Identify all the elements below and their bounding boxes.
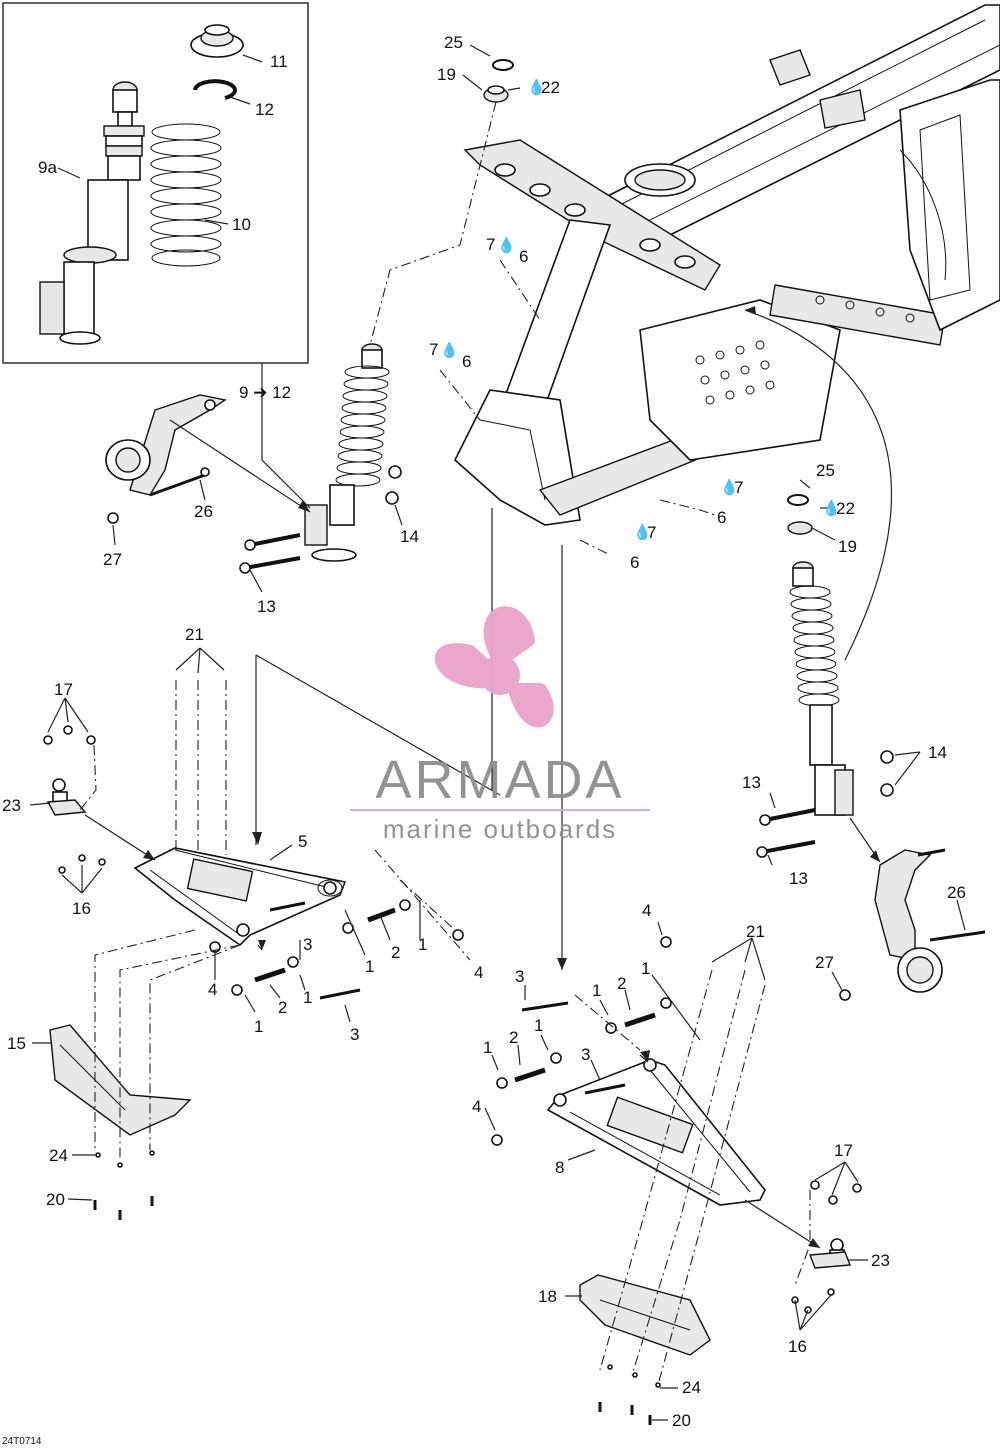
callout-18: 18 [538, 1287, 557, 1306]
watermark: ARMADA marine outboards [350, 606, 650, 844]
callout-1-b: 1 [365, 957, 374, 976]
callout-3-b: 3 [350, 1025, 359, 1044]
watermark-tagline: marine outboards [383, 814, 617, 844]
diagram-code: 24T0714 [2, 1436, 42, 1447]
callout-1-e: 1 [641, 959, 650, 978]
callout-2-b: 2 [278, 998, 287, 1017]
callout-10: 10 [232, 215, 251, 234]
callout-1-f: 1 [592, 981, 601, 1000]
chassis-frame [454, 4, 1000, 526]
oil-drop-icon: 💧 [720, 478, 739, 496]
oil-drop-icon: 💧 [440, 341, 459, 359]
propeller-logo-icon [434, 606, 554, 728]
callout-16-left: 16 [72, 899, 91, 918]
callout-1-c: 1 [303, 988, 312, 1007]
callout-23-left: 23 [2, 796, 21, 815]
callout-1-a: 1 [418, 935, 427, 954]
callout-4-a: 4 [474, 963, 483, 982]
callout-4-b: 4 [208, 980, 217, 999]
callout-8: 8 [555, 1158, 564, 1177]
shock-9a [39, 81, 145, 345]
oil-drop-icon: 💧 [527, 78, 546, 96]
top-seat-left [483, 59, 514, 103]
callout-23-right: 23 [871, 1251, 890, 1270]
callout-7-c: 7 [734, 478, 743, 497]
callout-2-a: 2 [391, 943, 400, 962]
callout-7-b: 7 [429, 340, 438, 359]
callout-9-to-12: 9 ➔ 12 [239, 383, 291, 402]
callout-3-a: 3 [303, 935, 312, 954]
callout-26-right: 26 [947, 883, 966, 902]
leader-lines [29, 44, 966, 1421]
a-arm-8 [491, 936, 766, 1206]
callout-22-top: 22 [541, 78, 560, 97]
oil-drop-icon: 💧 [633, 523, 652, 541]
callout-19-right: 19 [838, 537, 857, 556]
callout-17-right: 17 [834, 1141, 853, 1160]
ball-joint-left [43, 725, 106, 874]
callout-5: 5 [298, 832, 307, 851]
ball-joint-right [791, 1180, 862, 1314]
callout-24-right: 24 [682, 1378, 701, 1397]
callout-25-right: 25 [816, 461, 835, 480]
callout-11: 11 [270, 52, 288, 71]
callout-26-left: 26 [194, 502, 213, 521]
callout-13-right-b: 13 [789, 869, 808, 888]
callout-22-right: 22 [836, 499, 855, 518]
callout-21-left: 21 [185, 625, 204, 644]
callout-21-right: 21 [746, 922, 765, 941]
callout-27-left: 27 [103, 550, 122, 569]
callout-17-left: 17 [54, 680, 73, 699]
callout-1-g: 1 [534, 1016, 543, 1035]
left-shock-assembly [239, 343, 402, 574]
callout-6-a: 6 [519, 247, 528, 266]
callout-6-b: 6 [462, 352, 471, 371]
callout-3-c: 3 [515, 967, 524, 986]
callout-labels: 25 19 💧 22 11 12 9a 10 7 💧 6 7 💧 6 9 ➔ 1… [2, 33, 966, 1430]
callout-12: 12 [255, 100, 274, 119]
callout-2-d: 2 [509, 1028, 518, 1047]
callout-1-h: 1 [483, 1038, 492, 1057]
callout-13-left: 13 [257, 597, 276, 616]
callout-19-top: 19 [437, 65, 456, 84]
callout-20-right: 20 [672, 1411, 691, 1430]
callout-14-left: 14 [400, 527, 419, 546]
callout-20-left: 20 [46, 1190, 65, 1209]
a-arm-5 [133, 847, 464, 1000]
callout-16-right: 16 [788, 1337, 807, 1356]
callout-14-right: 14 [928, 743, 947, 762]
arrowheads [143, 306, 880, 1248]
callout-1-d: 1 [254, 1017, 263, 1036]
callout-4-c: 4 [642, 901, 651, 920]
left-knuckle [105, 394, 227, 524]
callout-25-top: 25 [444, 33, 463, 52]
right-shock-assembly [756, 494, 894, 858]
callout-13-right-a: 13 [742, 773, 761, 792]
spring-10 [150, 123, 222, 267]
callout-6-d: 6 [630, 553, 639, 572]
callout-6-c: 6 [717, 508, 726, 527]
right-knuckle [839, 848, 986, 1001]
oil-drop-icon: 💧 [822, 499, 841, 517]
callout-2-c: 2 [617, 974, 626, 993]
callout-27-right: 27 [815, 953, 834, 972]
skid-plate-18 [579, 1274, 711, 1425]
shock-inset [2, 2, 309, 364]
oil-drop-icon: 💧 [497, 236, 516, 254]
callout-3-d: 3 [581, 1045, 590, 1064]
callout-9a: 9a [38, 158, 57, 177]
skid-plate-15 [49, 1024, 192, 1220]
watermark-brand: ARMADA [375, 750, 624, 810]
callout-7-d: 7 [647, 523, 656, 542]
callout-24-left: 24 [49, 1146, 68, 1165]
callout-4-d: 4 [472, 1097, 481, 1116]
callout-15: 15 [7, 1034, 26, 1053]
callout-7-a: 7 [486, 235, 495, 254]
